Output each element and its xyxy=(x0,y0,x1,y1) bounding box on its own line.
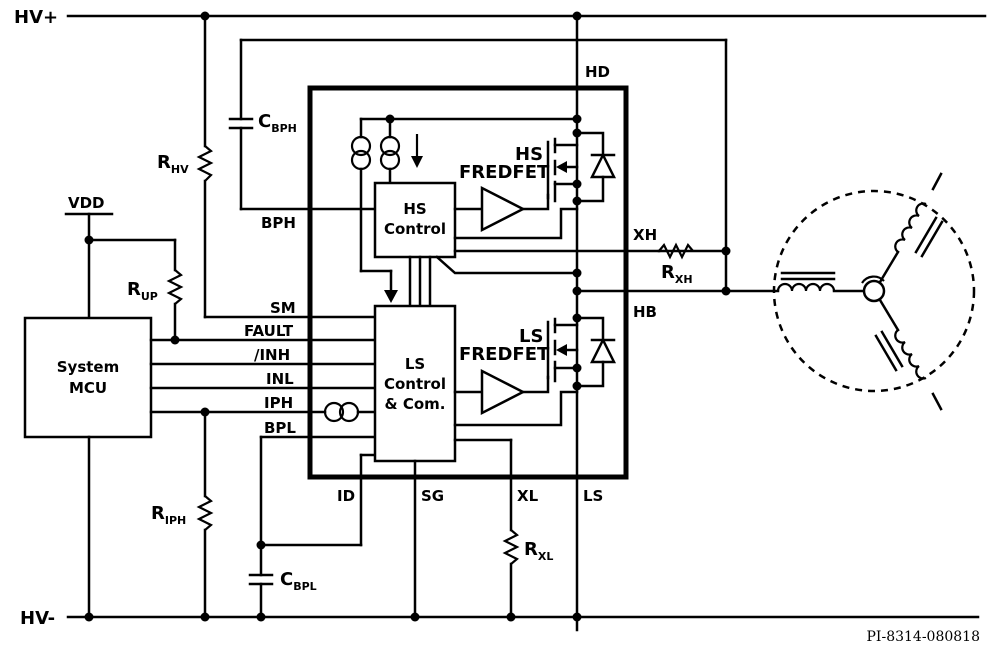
hs-control-line2: Control xyxy=(384,220,446,238)
pin-ls: LS xyxy=(583,487,603,505)
ls-driver-buffer-icon xyxy=(453,368,579,427)
system-mcu-block: System MCU xyxy=(23,316,153,439)
hs-control-line1: HS xyxy=(403,200,426,218)
ic-package-outline xyxy=(307,85,629,480)
mcu-label-line2: MCU xyxy=(69,379,107,397)
hs-driver-buffer-icon xyxy=(453,185,579,240)
mcu-signal-lines xyxy=(149,338,377,414)
pin-inl: INL xyxy=(266,370,294,388)
r-xh-label: RXH xyxy=(661,262,693,286)
hv-minus-rail: HV- xyxy=(20,608,980,629)
r-iph-label: RIPH xyxy=(151,503,186,527)
vdd-supply: VDD xyxy=(64,194,177,320)
r-xl-label: RXL xyxy=(524,539,553,563)
hs-fet-label-line2: FREDFET xyxy=(459,162,550,183)
pin-hd: HD xyxy=(585,63,610,81)
pin-fault: FAULT xyxy=(244,322,294,340)
mcu-label-line1: System xyxy=(57,358,119,376)
pin-id: ID xyxy=(337,487,355,505)
pin-sm: SM xyxy=(270,299,296,317)
hs-control-block: HS Control xyxy=(373,181,457,259)
hv-minus-label: HV- xyxy=(20,608,55,629)
pin-bph: BPH xyxy=(261,214,296,232)
hs-fet-label-line1: HS xyxy=(515,144,543,165)
hv-plus-rail: HV+ xyxy=(14,7,987,28)
ls-control-line1: LS xyxy=(405,355,425,373)
pin-inh: /INH xyxy=(254,346,290,364)
pin-xh: XH xyxy=(633,226,657,244)
ls-control-line3: & Com. xyxy=(385,395,446,413)
r-up-label: RUP xyxy=(127,279,158,303)
pin-iph: IPH xyxy=(264,394,293,412)
pin-hb: HB xyxy=(633,303,657,321)
ground-connections: RXL xyxy=(413,438,553,619)
pin-labels: HD BPH SM FAULT /INH INL IPH BPL XH HB I… xyxy=(244,63,657,505)
drawing-reference: PI-8314-080818 xyxy=(867,629,980,645)
ls-fet-label-line2: FREDFET xyxy=(459,344,550,365)
ls-fet-label-line1: LS xyxy=(519,326,543,347)
motor-icon xyxy=(772,172,976,411)
c-bpl-capacitor: CBPL xyxy=(248,435,377,619)
c-bph-capacitor: CBPH xyxy=(228,38,728,211)
hs-ls-link xyxy=(384,249,728,308)
r-hv-label: RHV xyxy=(157,152,189,176)
iph-current-source-icon xyxy=(323,401,360,423)
internal-current-source-icon xyxy=(350,117,579,273)
ls-fredfet-icon xyxy=(546,316,617,388)
junction-dots xyxy=(84,11,731,622)
ls-control-line2: Control xyxy=(384,375,446,393)
pin-xl: XL xyxy=(517,487,539,505)
r-iph-resistor: RIPH xyxy=(151,410,214,619)
c-bph-label: CBPH xyxy=(258,111,297,135)
pin-bpl: BPL xyxy=(264,419,296,437)
hv-plus-label: HV+ xyxy=(14,7,58,28)
pin-sg: SG xyxy=(421,487,444,505)
r-hv-resistor: RHV xyxy=(157,14,377,319)
vdd-label: VDD xyxy=(68,194,105,212)
ls-control-block: LS Control & Com. xyxy=(373,304,457,463)
c-bpl-label: CBPL xyxy=(280,569,317,593)
r-up-resistor: RUP xyxy=(127,238,184,342)
